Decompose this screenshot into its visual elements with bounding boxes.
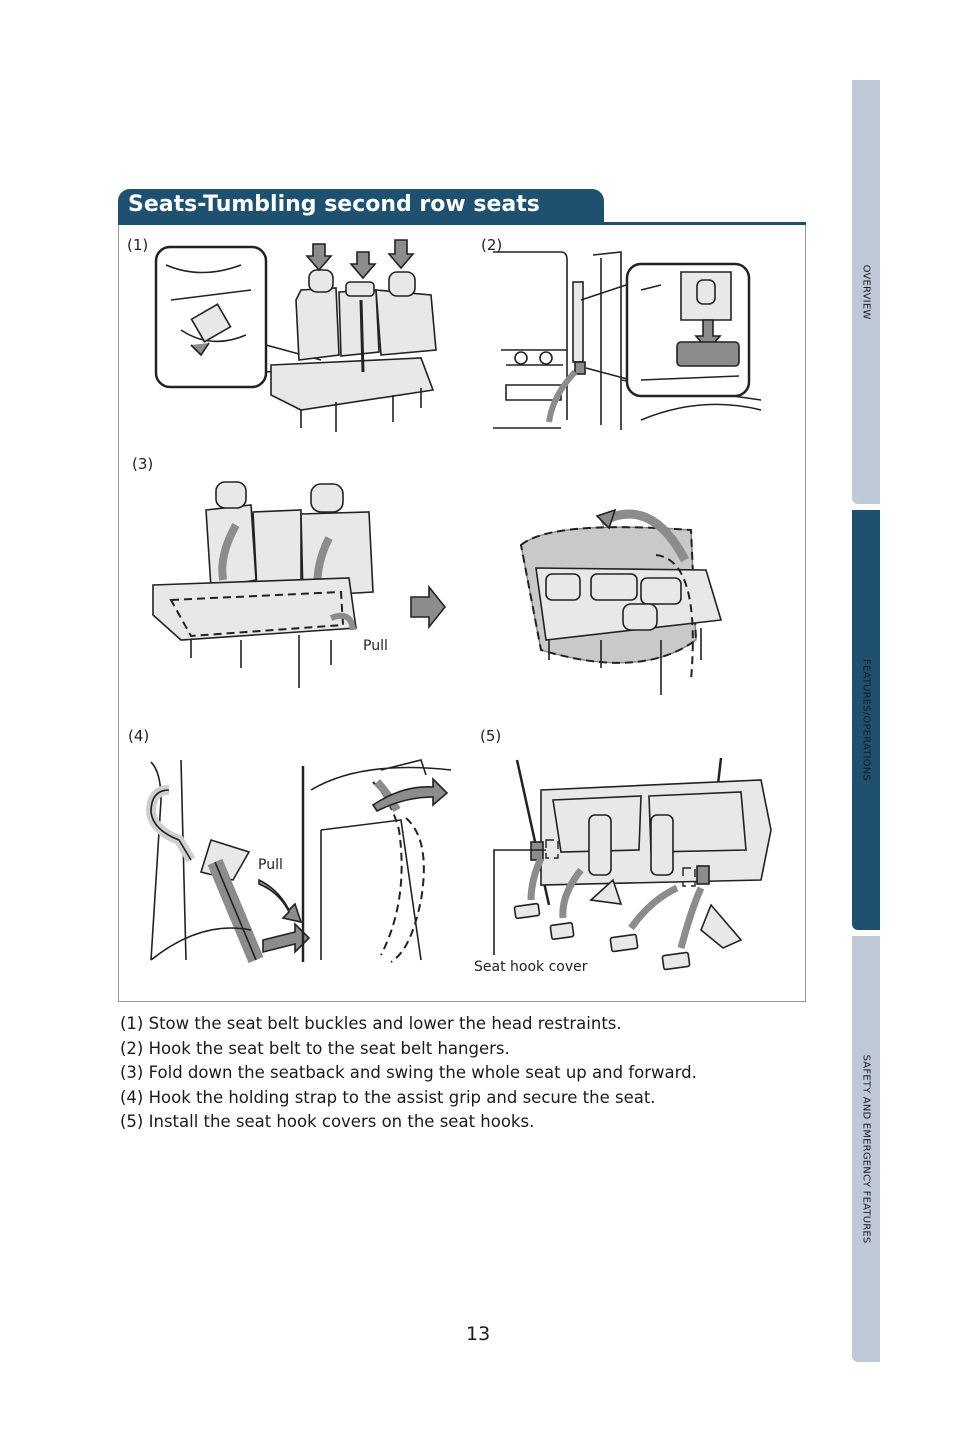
- instruction-step-2: (2) Hook the seat belt to the seat belt …: [120, 1038, 510, 1058]
- section-title: Seats-Tumbling second row seats: [128, 192, 540, 217]
- panel-5-illustration: [493, 757, 772, 971]
- instruction-step-5: (5) Install the seat hook covers on the …: [120, 1112, 535, 1131]
- tab-overview-label: OVERVIEW: [860, 264, 872, 320]
- step-label-4: (4): [128, 727, 150, 745]
- step-label-5: (5): [480, 727, 502, 745]
- tab-features-operations[interactable]: FEATURES/OPERATIONS: [852, 510, 880, 930]
- title-divider: [118, 222, 806, 225]
- pull-label-step-3: Pull: [363, 638, 388, 654]
- panel-1-illustration: [154, 239, 437, 432]
- pull-label-step-4: Pull: [258, 857, 283, 873]
- instruction-step-3: (3) Fold down the seatback and swing the…: [120, 1063, 697, 1082]
- step-label-3: (3): [132, 455, 154, 473]
- tab-safety-emergency[interactable]: SAFETY AND EMERGENCY FEATURES: [852, 936, 880, 1362]
- seat-illustrations: [145, 239, 772, 971]
- instruction-step-1: (1) Stow the seat belt buckles and lower…: [120, 1014, 622, 1033]
- section-title-bar: [118, 189, 604, 222]
- illustration-frame: (1) (2) (3) (4) (5) Pull Pull Seat hook …: [118, 225, 806, 1002]
- tab-safety-emergency-label: SAFETY AND EMERGENCY FEATURES: [860, 1054, 872, 1244]
- step-label-1: (1): [127, 236, 149, 254]
- seat-hook-cover-label: Seat hook cover: [474, 959, 588, 975]
- instruction-step-4: (4) Hook the holding strap to the assist…: [120, 1087, 656, 1107]
- panel-3-illustration: [152, 481, 723, 695]
- panel-2-illustration: [493, 251, 762, 430]
- step-label-2: (2): [481, 236, 503, 254]
- panel-4-illustration: [145, 759, 452, 964]
- page-number: 13: [466, 1323, 491, 1345]
- side-tabs: OVERVIEW FEATURES/OPERATIONS SAFETY AND …: [852, 80, 880, 1362]
- instruction-list: (1) Stow the seat belt buckles and lower…: [120, 1012, 697, 1135]
- tab-overview[interactable]: OVERVIEW: [852, 80, 880, 504]
- tab-features-operations-label: FEATURES/OPERATIONS: [860, 659, 872, 781]
